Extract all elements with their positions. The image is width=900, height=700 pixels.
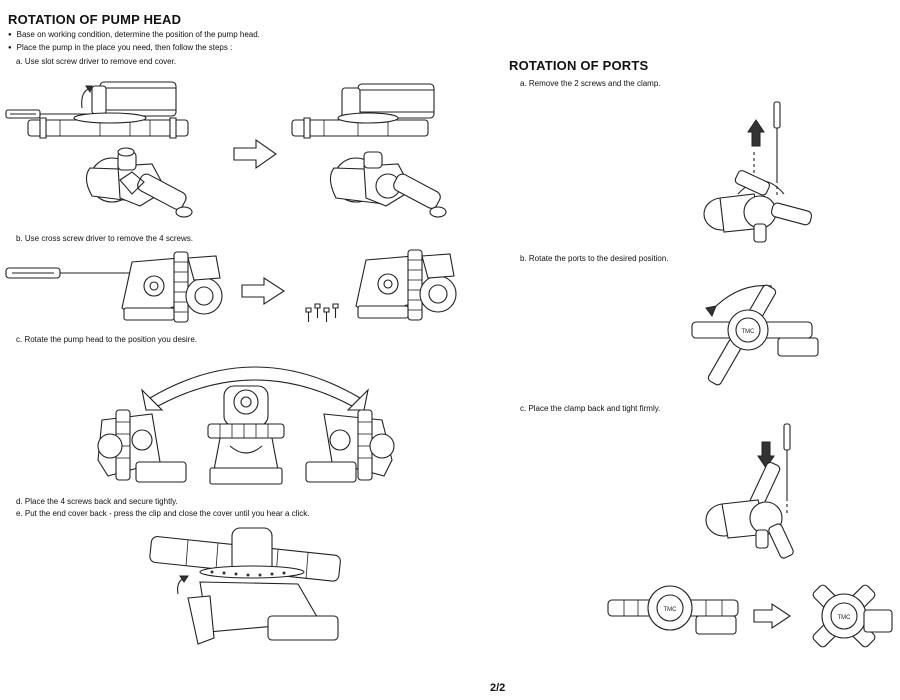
ports-step-b-figure: TMC	[682, 272, 832, 396]
ports-final-after-figure: TMC	[790, 562, 898, 670]
step-a-label: a. Use slot screw driver to remove end c…	[16, 57, 177, 66]
ports-final-before-figure: TMC	[604, 582, 744, 642]
curved-double-arrow-icon	[140, 350, 370, 410]
step-e-figure	[148, 522, 348, 650]
ports-title: ROTATION OF PORTS	[509, 58, 649, 73]
step-b-label: b. Use cross screw driver to remove the …	[16, 234, 193, 243]
step-d-label: d. Place the 4 screws back and secure ti…	[16, 497, 178, 506]
step-c-figure	[96, 380, 396, 490]
brand-label: TMC	[742, 329, 756, 335]
bullet-1: Base on working condition, determine the…	[8, 30, 260, 41]
step-c-label: c. Rotate the pump head to the position …	[16, 335, 198, 344]
ports-step-b-label: b. Rotate the ports to the desired posit…	[520, 254, 669, 263]
screw-icon	[304, 302, 340, 326]
brand-label: TMC	[664, 607, 678, 613]
right-arrow-outline-icon	[752, 602, 792, 630]
step-b-after-figure	[352, 244, 472, 324]
pump-head-title: ROTATION OF PUMP HEAD	[8, 12, 182, 27]
ports-step-c-figure	[700, 420, 830, 560]
right-arrow-outline-icon	[232, 138, 278, 170]
ports-step-a-figure	[694, 98, 824, 248]
ports-step-a-label: a. Remove the 2 screws and the clamp.	[520, 79, 661, 88]
step-e-label: e. Put the end cover back - press the cl…	[16, 509, 310, 518]
right-arrow-outline-icon	[240, 276, 286, 306]
up-arrow-icon	[748, 120, 764, 146]
screwdriver-icon	[6, 110, 96, 118]
page-number: 2/2	[490, 682, 506, 694]
screwdriver-icon	[784, 424, 790, 498]
screwdriver-icon	[774, 102, 780, 180]
brand-label: TMC	[838, 615, 852, 621]
step-b-before-figure	[4, 248, 234, 328]
screwdriver-icon	[6, 268, 134, 278]
step-a-after-figure	[288, 80, 488, 230]
bullet-2: Place the pump in the place you need, th…	[8, 43, 233, 54]
step-a-before-figure	[0, 72, 220, 232]
ports-step-c-label: c. Place the clamp back and tight firmly…	[520, 404, 661, 413]
